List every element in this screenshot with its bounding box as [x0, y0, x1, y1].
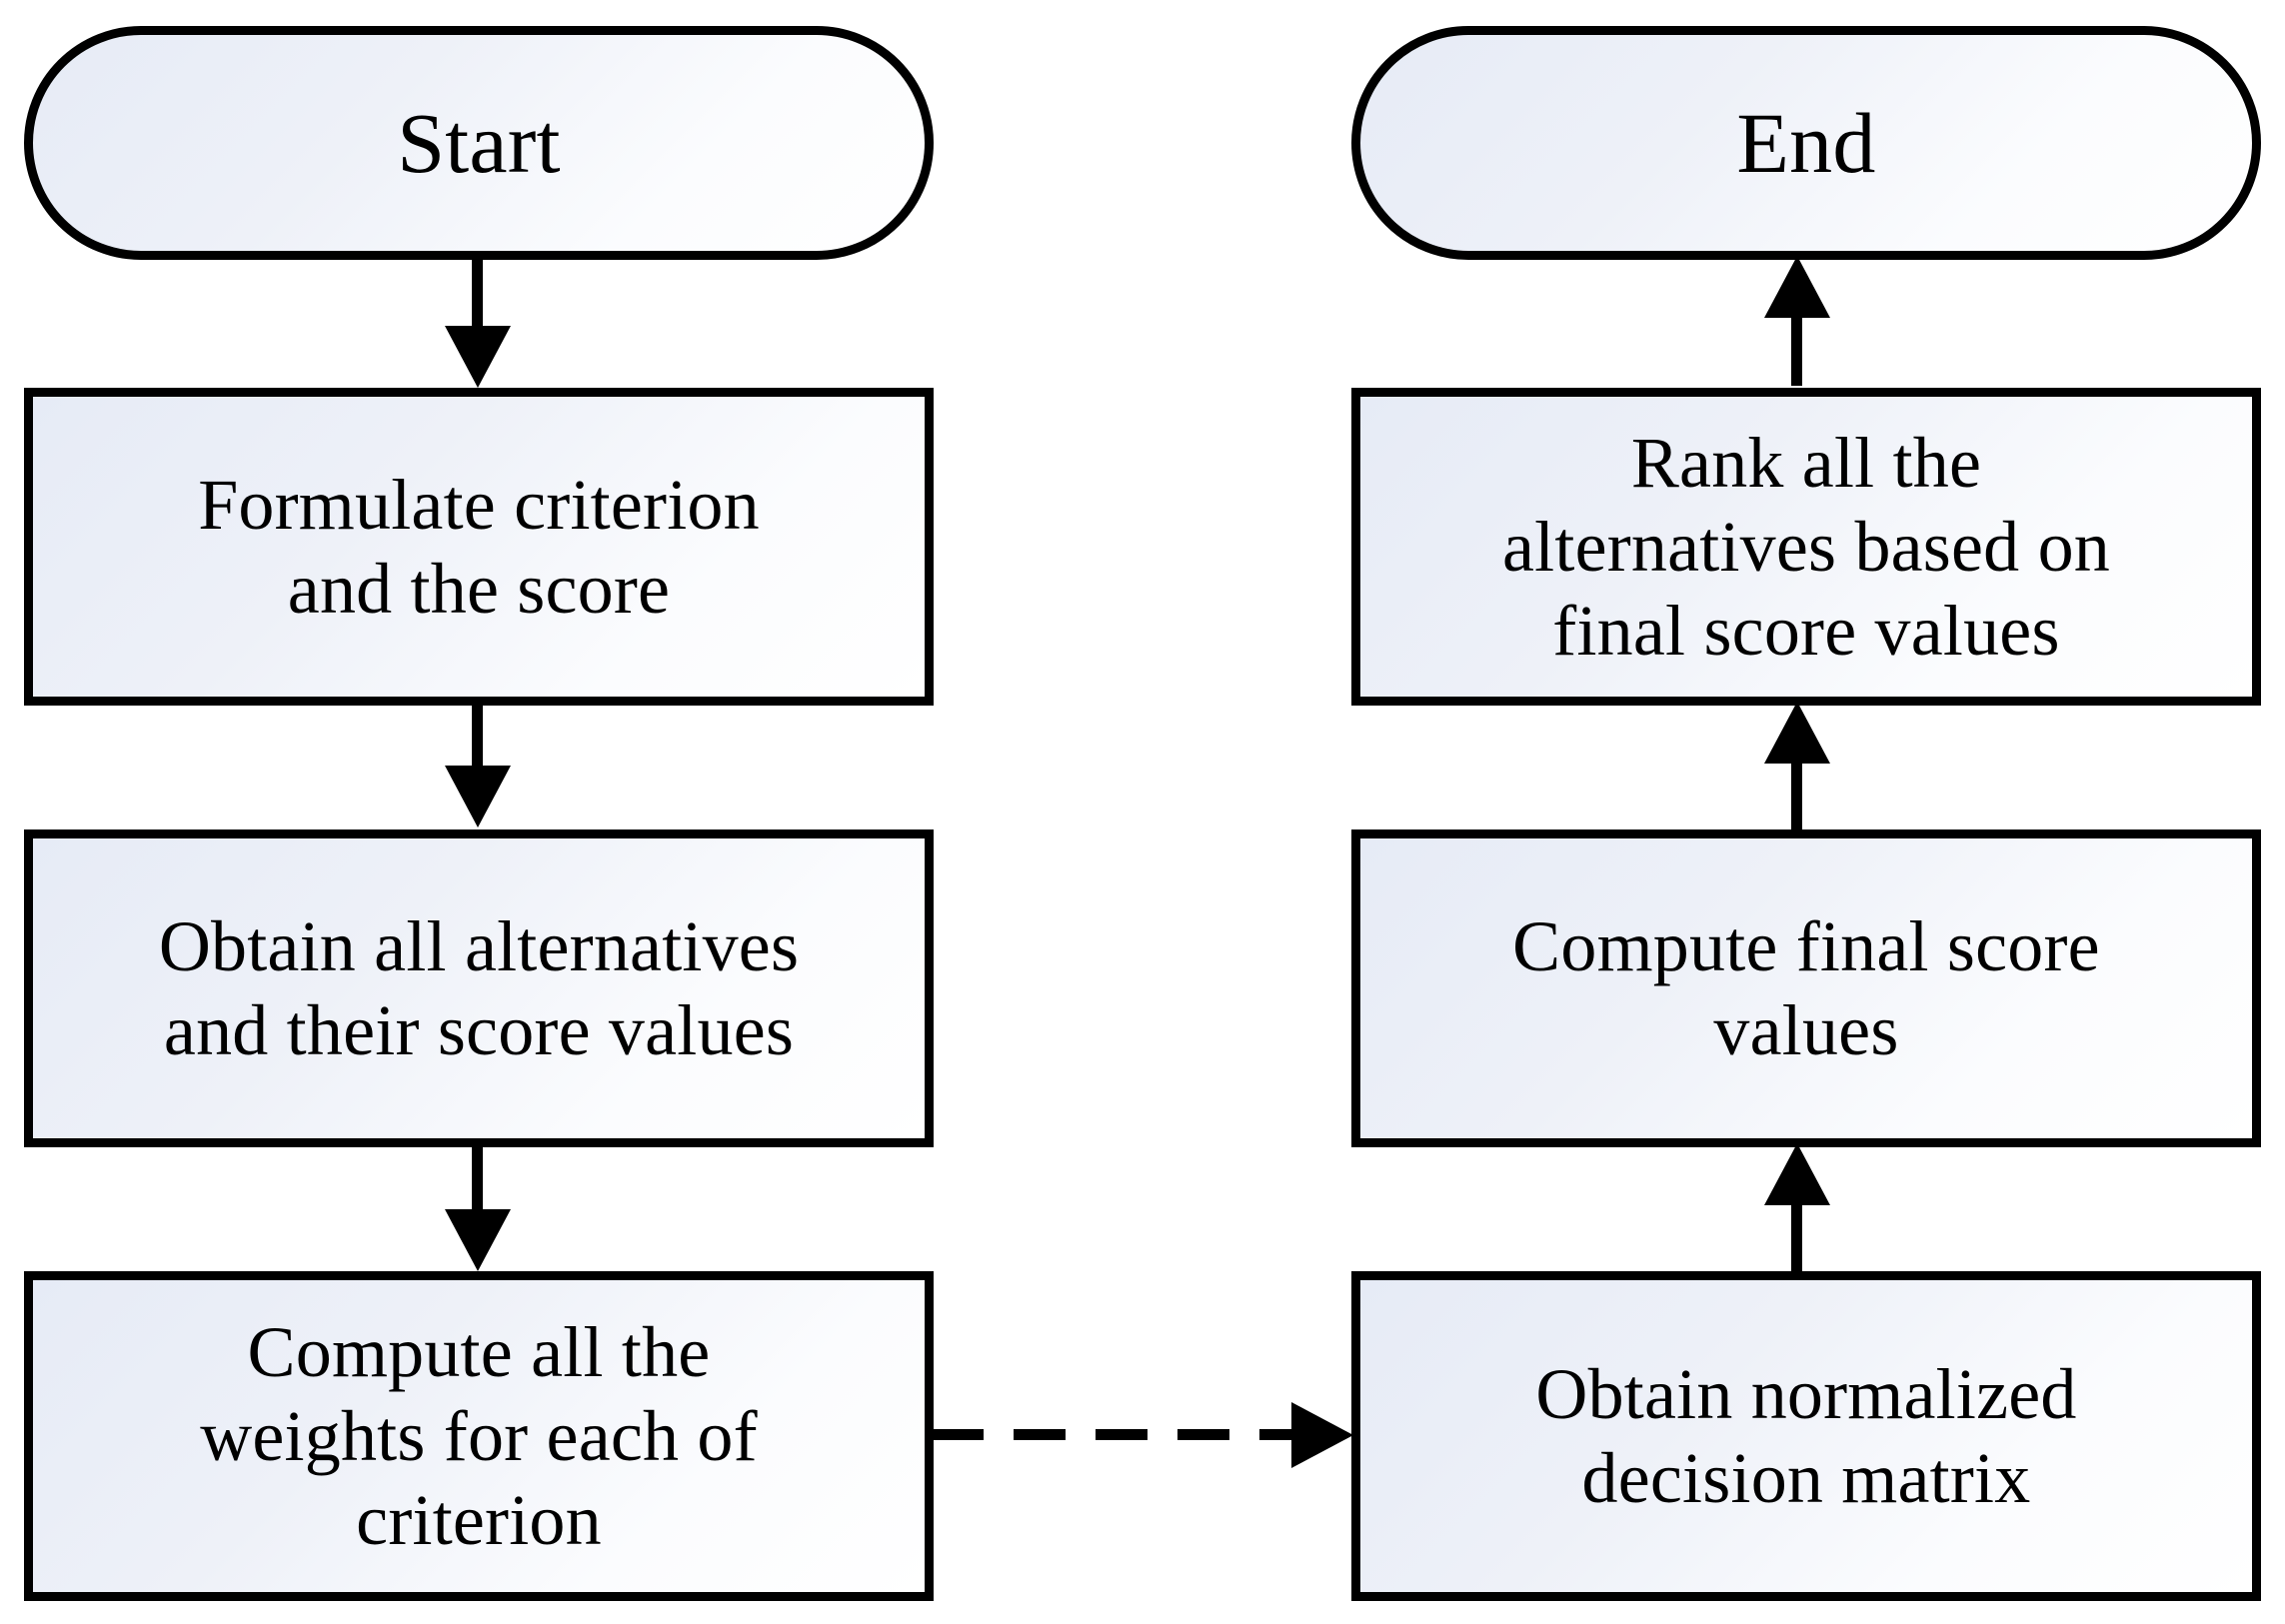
node-end-label: End: [1736, 94, 1876, 191]
arrowhead-down-icon: [445, 1209, 511, 1271]
edge-line: [472, 704, 483, 774]
arrowhead-up-icon: [1764, 256, 1830, 318]
node-obtain-normalized-matrix-label: Obtain normalized decision matrix: [1535, 1353, 2077, 1518]
node-start-label: Start: [397, 94, 561, 191]
node-obtain-alternatives[interactable]: Obtain all alternatives and their score …: [24, 829, 934, 1147]
node-obtain-alternatives-label: Obtain all alternatives and their score …: [158, 905, 800, 1070]
node-formulate-criterion[interactable]: Formulate criterion and the score: [24, 388, 934, 706]
node-compute-weights-label: Compute all the weights for each of crit…: [200, 1311, 758, 1561]
arrowhead-up-icon: [1764, 702, 1830, 764]
node-compute-final-score-label: Compute final score values: [1512, 905, 2100, 1070]
node-compute-weights[interactable]: Compute all the weights for each of crit…: [24, 1271, 934, 1601]
arrowhead-down-icon: [445, 326, 511, 388]
arrowhead-down-icon: [445, 766, 511, 827]
edge-line: [472, 258, 483, 334]
node-start[interactable]: Start: [24, 26, 934, 260]
edge-dashed-line: [932, 1429, 1291, 1440]
node-rank-alternatives[interactable]: Rank all the alternatives based on final…: [1351, 388, 2261, 706]
edge-line: [1791, 1177, 1802, 1273]
node-end[interactable]: End: [1351, 26, 2261, 260]
edge-line: [472, 1145, 483, 1217]
node-compute-final-score[interactable]: Compute final score values: [1351, 829, 2261, 1147]
arrowhead-up-icon: [1764, 1143, 1830, 1205]
edge-line: [1791, 290, 1802, 386]
node-rank-alternatives-label: Rank all the alternatives based on final…: [1502, 422, 2110, 672]
arrowhead-right-icon: [1291, 1402, 1353, 1468]
edge-line: [1791, 736, 1802, 831]
node-obtain-normalized-matrix[interactable]: Obtain normalized decision matrix: [1351, 1271, 2261, 1601]
node-formulate-criterion-label: Formulate criterion and the score: [198, 464, 760, 629]
